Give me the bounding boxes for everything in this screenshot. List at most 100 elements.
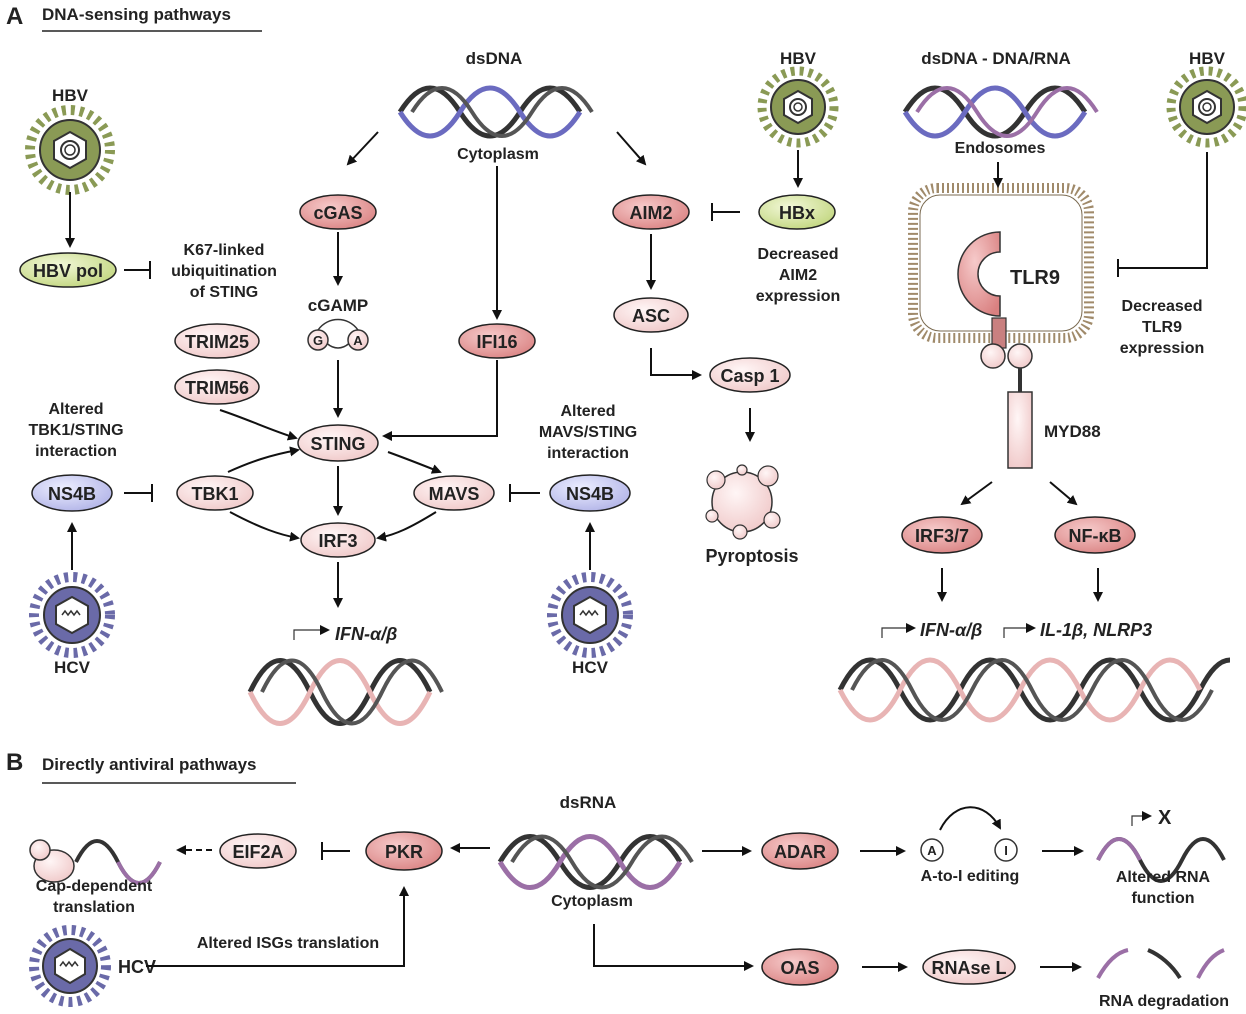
endosomes-label: Endosomes (955, 140, 1046, 157)
svg-text:NF-κB: NF-κB (1068, 526, 1121, 546)
node-irf3: IRF3 (300, 522, 376, 558)
svg-text:STING: STING (310, 434, 365, 454)
node-irf37: IRF3/7 (901, 516, 983, 554)
dsrna-label: dsRNA (560, 793, 617, 812)
panel-b-letter: B (6, 749, 23, 776)
hbv-mid-label: HBV (780, 49, 817, 68)
dec-aim2-line3: expression (756, 288, 840, 305)
svg-text:MAVS: MAVS (429, 484, 480, 504)
svg-text:I: I (1004, 843, 1008, 858)
node-adar: ADAR (761, 832, 839, 870)
hcv-mid-label: HCV (572, 658, 609, 677)
k67-line3: of STING (190, 284, 258, 301)
hbv-virus-icon (757, 66, 839, 148)
svg-text:A: A (353, 333, 363, 348)
arrows-panel-a (65, 131, 1103, 608)
pyroptosis-cell-icon (705, 464, 781, 540)
svg-text:IRF3: IRF3 (318, 531, 357, 551)
svg-text:G: G (313, 333, 323, 348)
node-trim25: TRIM25 (174, 323, 260, 359)
hcv-left-label: HCV (54, 658, 91, 677)
dec-tlr9-line3: expression (1120, 340, 1204, 357)
tlr9-label: TLR9 (1010, 267, 1060, 289)
node-cgas: cGAS (299, 194, 377, 230)
svg-text:A: A (927, 843, 937, 858)
svg-text:TRIM56: TRIM56 (185, 378, 249, 398)
dec-tlr9-line2: TLR9 (1142, 319, 1182, 336)
myd88-label: MYD88 (1044, 422, 1101, 441)
alt-tbk1-line1: Altered (48, 401, 103, 418)
node-ns4b-left: NS4B (31, 474, 113, 512)
rna-fragments-icon (1096, 948, 1225, 980)
k67-line1: K67-linked (184, 242, 265, 259)
svg-text:NS4B: NS4B (566, 484, 614, 504)
svg-text:TRIM25: TRIM25 (185, 332, 249, 352)
transcription-arrow (1131, 811, 1152, 826)
node-trim56: TRIM56 (174, 369, 260, 405)
node-ns4b-right: NS4B (549, 474, 631, 512)
ifn-ab-left: IFN-α/β (335, 624, 397, 644)
svg-text:HBx: HBx (779, 203, 815, 223)
myd88-box (1007, 391, 1033, 469)
dec-aim2-line1: Decreased (758, 246, 839, 263)
svg-text:cGAS: cGAS (313, 203, 362, 223)
transcription-arrow (1003, 623, 1036, 638)
cgamp-label: cGAMP (308, 296, 368, 315)
a-to-i-icon: A I (920, 806, 1018, 862)
cgamp-icon: G A (307, 318, 369, 351)
svg-text:AIM2: AIM2 (629, 203, 672, 223)
dsdna-helix-top (397, 85, 594, 139)
hcv-virus-icon (29, 925, 111, 1007)
altered-rna-line1: Altered RNA (1116, 869, 1211, 886)
panel-a-title: DNA-sensing pathways (42, 5, 231, 24)
svg-text:EIF2A: EIF2A (232, 842, 283, 862)
altered-isgs-label: Altered ISGs translation (197, 935, 379, 952)
dsdna-rna-label: dsDNA - DNA/RNA (921, 49, 1071, 68)
node-hbv-pol: HBV pol (19, 252, 117, 288)
alt-tbk1-line3: interaction (35, 443, 117, 460)
panel-a-letter: A (6, 3, 23, 30)
dsdna-label: dsDNA (466, 49, 523, 68)
ifn-ab-right: IFN-α/β (920, 620, 982, 640)
hbv-right-label: HBV (1189, 49, 1226, 68)
svg-text:OAS: OAS (780, 958, 819, 978)
il1b-nlrp3: IL-1β, NLRP3 (1040, 620, 1152, 640)
dna-helix-left-bottom (247, 658, 444, 726)
node-oas: OAS (761, 948, 839, 986)
k67-line2: ubiquitination (171, 263, 277, 280)
node-rnase-l: RNAse L (922, 949, 1016, 985)
transcription-arrow (881, 623, 916, 638)
tlr9-receptor-icon (957, 231, 1033, 392)
cytoplasm-label-a: Cytoplasm (457, 146, 539, 163)
alt-mavs-line1: Altered (560, 403, 615, 420)
node-aim2: AIM2 (612, 194, 690, 230)
svg-text:Casp 1: Casp 1 (720, 366, 779, 386)
hcv-b-label: HCV (118, 957, 156, 977)
pyroptosis-label: Pyroptosis (705, 546, 798, 566)
inhibition-pkr-eif2a (321, 842, 350, 860)
node-tbk1: TBK1 (176, 475, 254, 511)
node-asc: ASC (613, 297, 689, 333)
svg-text:PKR: PKR (385, 842, 423, 862)
svg-text:IRF3/7: IRF3/7 (915, 526, 969, 546)
node-ifi16: IFI16 (458, 323, 536, 359)
x-mark: X (1158, 807, 1172, 829)
svg-text:IFI16: IFI16 (476, 332, 517, 352)
svg-text:NS4B: NS4B (48, 484, 96, 504)
dna-helix-right-bottom (837, 657, 1231, 723)
transcription-arrow (293, 625, 330, 640)
dec-aim2-line2: AIM2 (779, 267, 817, 284)
hcv-virus-icon (547, 572, 633, 658)
node-pkr: PKR (365, 831, 443, 871)
a-to-i-label: A-to-I editing (921, 868, 1020, 885)
hbv-virus-icon (25, 105, 115, 195)
svg-text:ADAR: ADAR (774, 842, 826, 862)
cap-dep-line1: Cap-dependent (36, 878, 153, 895)
svg-text:ASC: ASC (632, 306, 670, 326)
node-casp1: Casp 1 (709, 357, 791, 393)
rna-degradation-label: RNA degradation (1099, 993, 1229, 1010)
dsrna-helix (497, 834, 694, 890)
alt-mavs-line3: interaction (547, 445, 629, 462)
